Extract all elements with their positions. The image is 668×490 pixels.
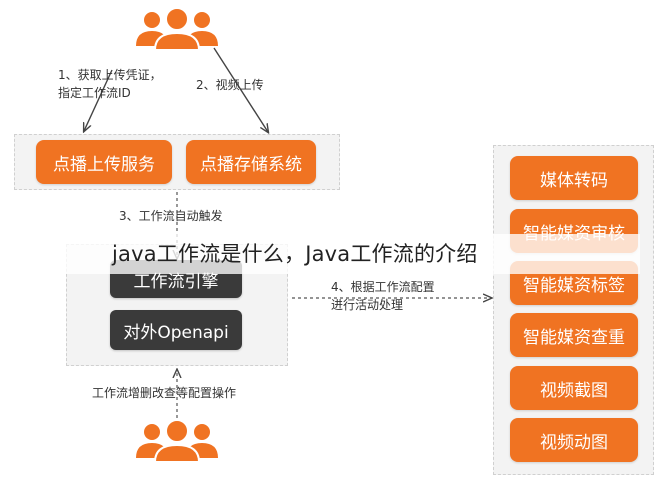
user-group-icon <box>136 419 218 463</box>
upload-service-button[interactable]: 点播上传服务 <box>36 140 172 184</box>
activity-dedup-button[interactable]: 智能媒资查重 <box>510 313 638 357</box>
step-1-label: 1、获取上传凭证， 指定工作流ID <box>58 66 162 102</box>
openapi-button[interactable]: 对外Openapi <box>110 310 242 350</box>
step-3-label: 3、工作流自动触发 <box>119 209 223 223</box>
step-4-line2: 进行活动处理 <box>331 298 404 312</box>
step-2-label: 2、视频上传 <box>196 78 264 92</box>
storage-system-button[interactable]: 点播存储系统 <box>186 140 316 184</box>
step-5-label: 工作流增删改查等配置操作 <box>92 386 237 400</box>
activity-gif-button[interactable]: 视频动图 <box>510 418 638 462</box>
arrow-get-credential <box>84 69 113 131</box>
activity-screenshot-button[interactable]: 视频截图 <box>510 366 638 410</box>
user-group-icon <box>136 7 218 51</box>
activity-transcode-button[interactable]: 媒体转码 <box>510 156 638 200</box>
step-4-label: 4、根据工作流配置 进行活动处理 <box>331 278 435 314</box>
step-1-line2: 指定工作流ID <box>58 86 131 100</box>
arrow-video-upload <box>213 47 268 132</box>
caption-title: java工作流是什么，Java工作流的介绍 <box>112 242 478 266</box>
step-4-line1: 4、根据工作流配置 <box>331 280 435 294</box>
step-1-line1: 1、获取上传凭证， <box>58 68 162 82</box>
caption-overlay <box>65 234 640 274</box>
